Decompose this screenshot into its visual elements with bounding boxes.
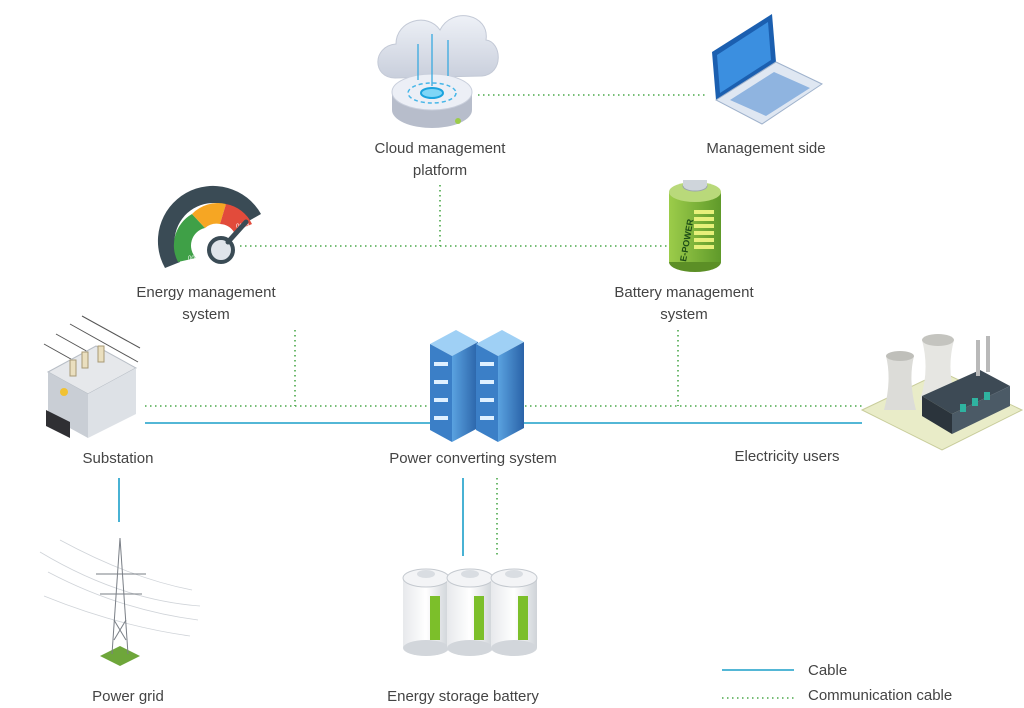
pcs-label: Power converting system: [389, 450, 557, 467]
cloud-platform-label-line1: Cloud management: [374, 140, 506, 157]
cloud-platform-icon: [377, 15, 499, 128]
power-cables: [118, 422, 862, 556]
bms-label: Battery management system: [584, 282, 784, 326]
bms-label-line1: Battery management: [614, 284, 754, 301]
ems-label-line1: Energy management: [136, 284, 276, 301]
ems-label: Energy management system: [106, 282, 306, 326]
bms-label-line2: system: [660, 306, 708, 323]
gauge-icon: 000 0004: [157, 185, 261, 268]
storage-battery-icon: [402, 568, 538, 656]
legend-communication-label: Communication cable: [808, 687, 953, 704]
electricity-users-label: Electricity users: [734, 448, 840, 465]
power-grid-label: Power grid: [92, 688, 164, 705]
laptop-icon: [712, 14, 824, 125]
substation-icon: [43, 315, 141, 438]
server-rack-icon: [430, 330, 524, 442]
ems-label-line2: system: [182, 306, 230, 323]
storage-battery-label: Energy storage battery: [387, 688, 539, 705]
substation-label: Substation: [82, 450, 154, 467]
legend-cable-label: Cable: [808, 662, 848, 679]
cloud-platform-label: Cloud management platform: [340, 138, 540, 182]
gauge-low-value: 000: [188, 256, 199, 262]
management-side-label: Management side: [706, 140, 826, 157]
power-tower-icon: [39, 537, 201, 666]
factory-icon: [860, 334, 1024, 451]
bms-battery-icon: E-POWER: [669, 180, 721, 272]
cloud-platform-label-line2: platform: [412, 162, 468, 179]
communication-cables: [145, 94, 862, 556]
